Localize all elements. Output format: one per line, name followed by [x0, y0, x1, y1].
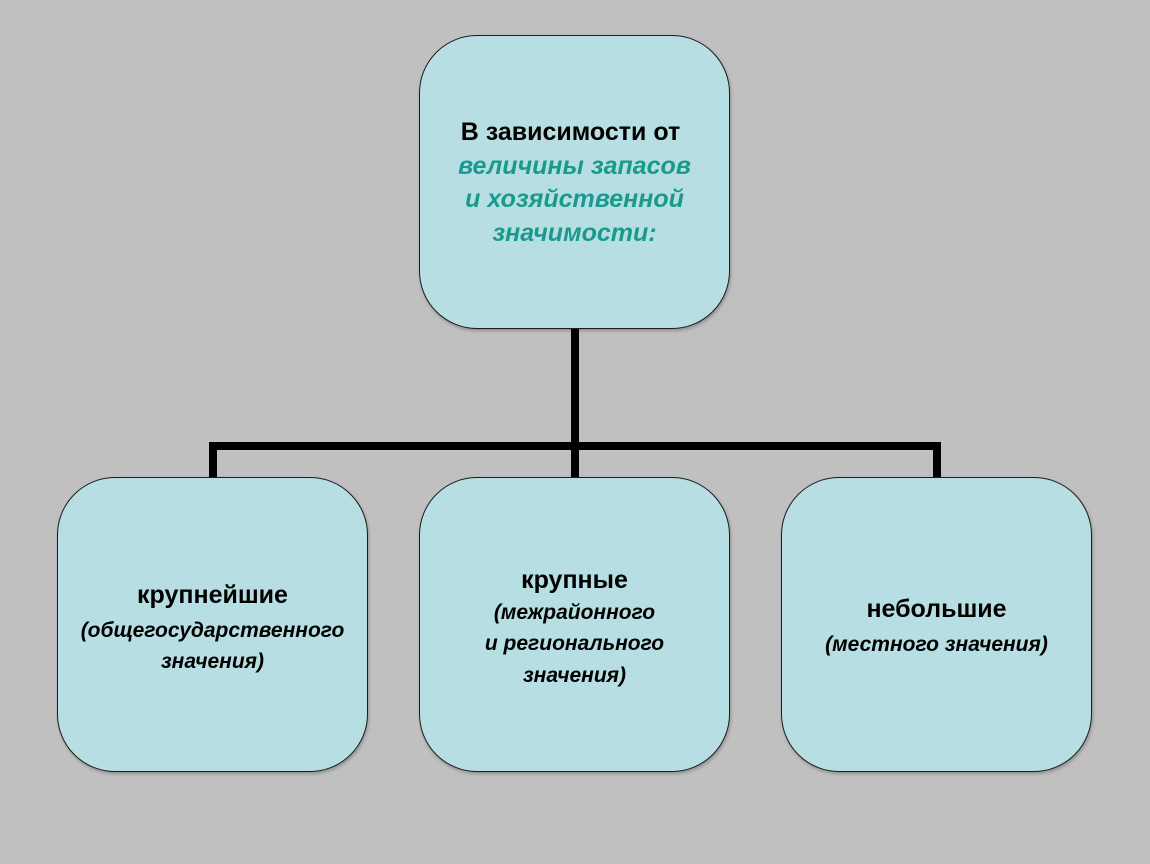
child-sub-line-1: (межрайонного: [493, 601, 656, 624]
root-subtitle-line-1: величины запасов: [458, 152, 691, 180]
child-sub-line-2: и регионального: [484, 632, 665, 655]
child-node-small: небольшие (местного значения): [781, 477, 1092, 772]
child-heading: крупнейшие: [137, 581, 288, 609]
child-heading: крупные: [521, 566, 628, 594]
child-node-large: крупные (межрайонного и регионального зн…: [419, 477, 730, 772]
root-subtitle-line-2: и хозяйственной: [465, 185, 684, 213]
root-heading: В зависимости от: [460, 118, 681, 146]
child-sub-line-2: значения): [160, 650, 265, 673]
child-node-largest: крупнейшие (общегосударственного значени…: [57, 477, 368, 772]
root-subtitle-line-3: значимости:: [492, 219, 657, 247]
child-sub-line-1: (местного значения): [825, 633, 1048, 656]
child-heading: небольшие: [866, 595, 1007, 623]
child-sub-line-3: значения): [522, 664, 627, 687]
root-node: В зависимости от величины запасов и хозя…: [419, 35, 730, 329]
child-sub-line-1: (общегосударственного: [80, 619, 345, 642]
